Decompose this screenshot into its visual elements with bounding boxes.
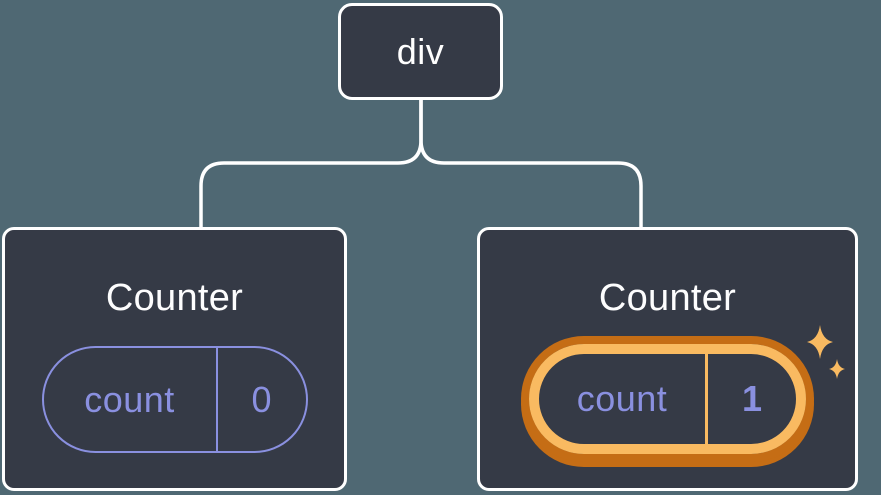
state-pill-divider [215,348,218,451]
counter-node-2: Counter count 1 [477,227,858,491]
state-pill-divider [705,354,708,444]
node-title: Counter [105,277,244,319]
state-pill-highlighted: count 1 [529,344,806,454]
state-value: 0 [251,378,272,420]
root-node-label: div [396,30,445,72]
counter-node-1: Counter count 0 [2,227,347,491]
root-node: div [338,3,503,100]
state-label: count [576,378,668,419]
state-label: count [84,378,175,420]
node-title: Counter [598,277,737,319]
sparkles-icon [807,325,845,379]
state-pill: count 0 [41,346,308,453]
state-value: 1 [741,378,763,419]
